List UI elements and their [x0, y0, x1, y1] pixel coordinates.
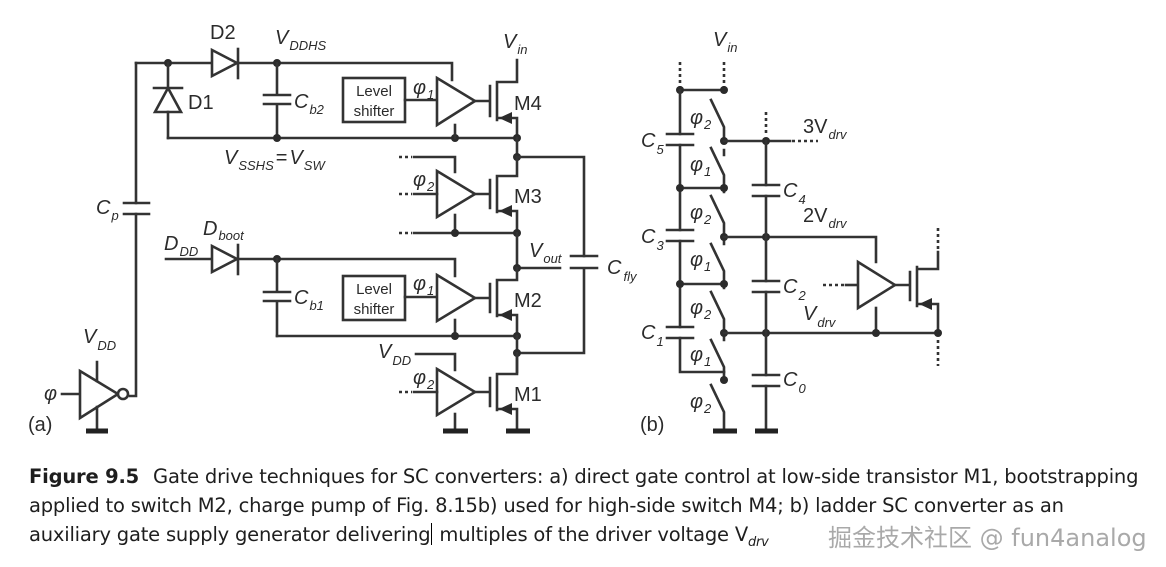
- buffer-m4: [435, 75, 491, 140]
- label-m4: M4: [514, 93, 542, 115]
- label-c2: C2: [783, 276, 806, 303]
- capacitor-cp: [122, 201, 151, 216]
- transistor-m1: [488, 351, 519, 432]
- label-c0: C0: [783, 369, 806, 396]
- label-vdd-m1: VDD: [378, 341, 411, 368]
- transistor-driven: [908, 250, 940, 335]
- capacitor-cfly: [569, 254, 599, 270]
- label-phi-m2: φ1: [413, 273, 434, 298]
- label-d2: D2: [210, 22, 236, 44]
- label-cb1: Cb1: [294, 287, 324, 313]
- capacitor-cb1: [262, 257, 292, 338]
- label-phi-m3: φ2: [413, 169, 435, 194]
- capacitor-c3: [665, 228, 695, 243]
- figure-label: Figure 9.5: [29, 465, 140, 488]
- label-phi-m4: φ1: [413, 77, 434, 102]
- label-cp: Cp: [96, 197, 119, 223]
- text-cursor: [431, 523, 433, 545]
- label-switch-phase: φ2: [690, 391, 712, 416]
- label-switch-phase: φ1: [690, 154, 711, 179]
- capacitor-cb2: [262, 61, 292, 140]
- diode-dboot: [210, 243, 240, 276]
- label-3vdrv: 3Vdrv: [803, 116, 848, 142]
- transistor-m3: [488, 155, 519, 235]
- transistor-m4: [488, 58, 519, 140]
- label-vdrv: Vdrv: [803, 303, 837, 330]
- level-shifter-top-line2: shifter: [354, 103, 395, 120]
- label-m3: M3: [514, 186, 542, 208]
- buffer-m2: [435, 272, 491, 338]
- label-switch-phase: φ2: [690, 202, 712, 227]
- watermark: 掘金技术社区 @ fun4analog: [828, 524, 1147, 552]
- label-cb2: Cb2: [294, 91, 325, 117]
- label-c1: C1: [641, 322, 664, 349]
- label-c3: C3: [641, 226, 664, 253]
- capacitor-c5: [665, 132, 695, 147]
- inverter: [60, 360, 130, 432]
- label-2vdrv: 2Vdrv: [803, 205, 848, 231]
- capacitor-c4: [751, 183, 781, 198]
- transistor-m2: [488, 266, 519, 338]
- label-switch-phase: φ1: [690, 249, 711, 274]
- label-switch-phase: φ2: [690, 107, 712, 132]
- caption-text-end: multiples of the driver voltage V: [433, 523, 748, 546]
- panel-a-tag: (a): [28, 414, 52, 436]
- capacitor-c2: [751, 279, 781, 294]
- label-vddhs: VDDHS: [275, 27, 327, 53]
- level-shifter-bottom-line1: Level: [356, 281, 392, 298]
- label-switch-phase: φ2: [690, 297, 712, 322]
- label-vout: Vout: [529, 240, 563, 266]
- buffer-m1: [435, 366, 491, 432]
- buffer-m3: [435, 168, 491, 220]
- level-shifter-bottom-line2: shifter: [354, 301, 395, 318]
- capacitor-c1: [665, 325, 695, 340]
- diode-d2: [210, 47, 240, 80]
- label-phi-inverter: φ: [44, 383, 57, 405]
- label-vin-b: Vin: [713, 29, 737, 55]
- label-vsshs-vsw: VSSHS=VSW: [224, 147, 326, 173]
- label-phi-m1: φ2: [413, 367, 435, 392]
- caption-sub: drv: [747, 534, 769, 550]
- buffer-driver: [856, 259, 911, 335]
- label-c5: C5: [641, 130, 664, 157]
- label-ddd: DDD: [164, 233, 198, 259]
- circuit-figure: D2 D1 VDDHS Cb2 VSSHS=VSW Vin Level shif…: [28, 22, 942, 436]
- label-switch-phase: φ1: [690, 344, 711, 369]
- caption-text: Gate drive techniques for SC converters:…: [29, 465, 1139, 546]
- diode-d1: [152, 61, 184, 140]
- panel-b: Vin 3Vdrv 2Vdrv Vdrv C5 C4 C3 C2 C1 C0 φ…: [640, 29, 942, 436]
- panel-b-tag: (b): [640, 414, 664, 436]
- label-d1: D1: [188, 92, 214, 114]
- label-m2: M2: [514, 290, 542, 312]
- label-c4: C4: [783, 180, 806, 207]
- level-shifter-top-line1: Level: [356, 83, 392, 100]
- label-vdd-inverter: VDD: [83, 326, 116, 353]
- label-vin-a: Vin: [503, 31, 527, 57]
- panel-a: D2 D1 VDDHS Cb2 VSSHS=VSW Vin Level shif…: [28, 22, 638, 436]
- label-m1: M1: [514, 384, 542, 406]
- capacitor-c0: [751, 373, 781, 388]
- label-dboot: Dboot: [203, 218, 245, 243]
